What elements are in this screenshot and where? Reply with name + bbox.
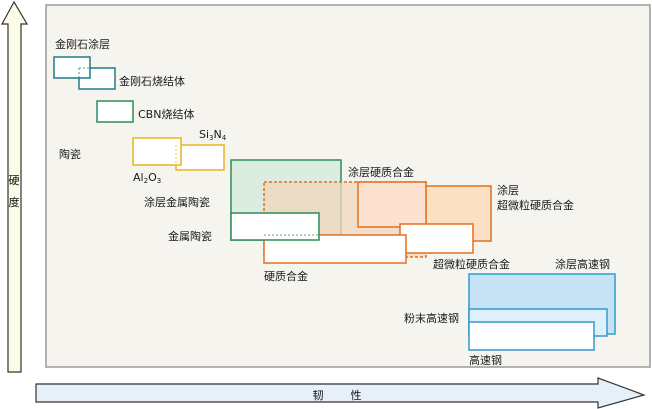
powder-hss-label: 粉末高速钢 xyxy=(404,311,459,325)
hss-box xyxy=(468,321,595,351)
carbide-label: 硬质合金 xyxy=(264,269,308,283)
coated-carbide-label: 涂层硬质合金 xyxy=(348,165,414,179)
si3n4-label: Si3N4 xyxy=(199,128,227,142)
right-arrow xyxy=(35,377,646,409)
ultrafine-carbide-box xyxy=(399,223,474,254)
al2o3-box xyxy=(132,137,182,166)
diamond-sintered-label: 金刚石烧结体 xyxy=(119,74,185,88)
si3n4-box xyxy=(175,144,225,171)
hardness-label-char2: 度 xyxy=(9,195,20,209)
cbn-sintered-label: CBN烧结体 xyxy=(138,107,194,121)
coated-ultrafine-label-line2: 超微粒硬质合金 xyxy=(497,198,574,212)
toughness-label-char1: 韧 xyxy=(313,389,324,402)
diamond-group: 金刚石涂层 金刚石烧结体 xyxy=(53,37,185,90)
hss-label: 高速钢 xyxy=(469,353,502,367)
hardness-axis-arrow: 硬 度 xyxy=(0,0,29,373)
cbn-sintered-box xyxy=(96,100,134,123)
cermet-label: 金属陶瓷 xyxy=(168,229,212,243)
up-arrow xyxy=(0,0,29,373)
al2o3-label: Al2O3 xyxy=(133,171,161,185)
toughness-label-char2: 性 xyxy=(351,388,362,402)
diamond-coating-box xyxy=(53,56,91,79)
coated-cermet-label: 涂层金属陶瓷 xyxy=(144,195,210,209)
cermet-box xyxy=(230,212,320,241)
diamond-coating-label: 金刚石涂层 xyxy=(55,37,110,51)
coated-carbide-box xyxy=(357,181,427,228)
hss-group: 涂层高速钢 粉末高速钢 高速钢 xyxy=(404,257,616,367)
toughness-axis-arrow: 韧 性 xyxy=(35,377,646,409)
cbn-group: CBN烧结体 xyxy=(96,100,194,123)
hardness-label-char1: 硬 xyxy=(9,174,20,187)
ultrafine-carbide-label: 超微粒硬质合金 xyxy=(433,257,510,271)
coated-hss-label: 涂层高速钢 xyxy=(555,257,610,271)
coated-ultrafine-label-line1: 涂层 xyxy=(497,183,519,197)
cermet-box-group xyxy=(230,212,320,241)
ceramics-group: Si3N4 Al2O3 陶瓷 xyxy=(59,128,227,185)
ceramics-label: 陶瓷 xyxy=(59,147,81,161)
